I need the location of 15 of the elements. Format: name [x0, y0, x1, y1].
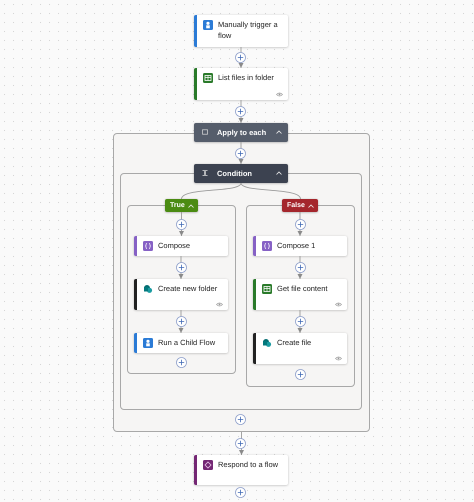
connector-arrow	[238, 46, 244, 68]
action-card	[253, 333, 347, 364]
action-card	[194, 15, 288, 47]
action-card	[194, 455, 288, 485]
connector-line	[181, 182, 242, 200]
connector-arrow	[238, 142, 244, 164]
connector-arrow	[239, 432, 244, 456]
action-card	[134, 333, 228, 353]
action-card	[134, 279, 228, 310]
action-card	[134, 236, 228, 256]
action-card	[253, 236, 347, 256]
connector-line	[240, 182, 301, 200]
action-card	[194, 68, 288, 100]
action-card	[253, 279, 347, 310]
connector-arrow	[238, 100, 244, 124]
